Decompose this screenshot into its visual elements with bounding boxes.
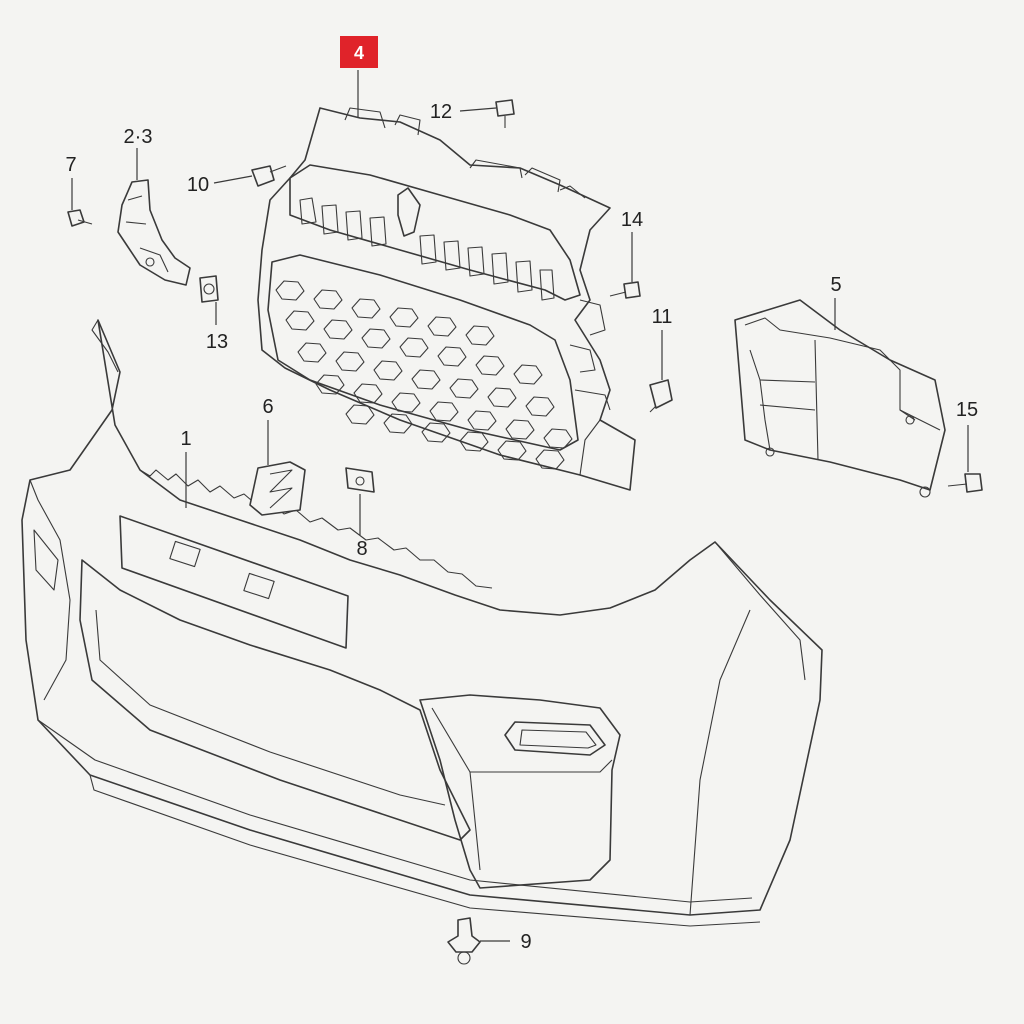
callout-15[interactable]: 15: [956, 399, 978, 421]
grille-mesh-cell: [487, 387, 517, 408]
screw-14[interactable]: [609, 281, 641, 299]
grille-mesh-cell: [373, 360, 403, 381]
emblem[interactable]: [249, 461, 306, 516]
side-duct[interactable]: [734, 299, 946, 498]
callout-4[interactable]: 4: [354, 43, 364, 63]
screw-15[interactable]: [947, 473, 983, 493]
grille-mesh-cell: [399, 337, 429, 358]
bolt-10[interactable]: [251, 165, 287, 187]
grille-mesh-cell: [313, 289, 343, 310]
grille-mesh-cell: [323, 319, 353, 340]
callout-8[interactable]: 8: [356, 538, 367, 560]
side-bracket[interactable]: [117, 179, 191, 286]
clip-11[interactable]: [649, 379, 673, 413]
callout-13[interactable]: 13: [206, 331, 228, 353]
grille-mesh-cell: [427, 316, 457, 337]
grille-mesh-cell: [525, 396, 555, 417]
callout-1[interactable]: 1: [180, 428, 191, 450]
grille-mesh-cell: [335, 351, 365, 372]
grille-mesh-cell: [275, 280, 305, 301]
callout-7[interactable]: 7: [65, 154, 76, 176]
grille-mesh-cell: [449, 378, 479, 399]
grille-mesh-cell: [421, 422, 451, 443]
callout-14[interactable]: 14: [621, 209, 643, 231]
callout-11[interactable]: 11: [652, 306, 673, 328]
grille-mesh-cell: [361, 328, 391, 349]
grille-mesh-cell: [411, 369, 441, 390]
callout-9[interactable]: 9: [520, 931, 531, 953]
grille-mesh-cell: [285, 310, 315, 331]
bolt-13[interactable]: [199, 275, 219, 303]
grille-mesh-cell: [543, 428, 573, 449]
grille-mesh-cell: [459, 431, 489, 452]
grille-mesh-cell: [475, 355, 505, 376]
grille-mesh-cell: [297, 342, 327, 363]
callout-2-3[interactable]: 2·3: [124, 126, 153, 148]
grille-mesh-cell: [467, 410, 497, 431]
clip-nut[interactable]: [345, 467, 375, 493]
bumper-cover[interactable]: [21, 319, 823, 927]
grille-mesh-cell: [383, 413, 413, 434]
grille-mesh-cell: [315, 374, 345, 395]
grille-mesh-cell: [391, 392, 421, 413]
bolt-12[interactable]: [495, 99, 515, 128]
callout-5[interactable]: 5: [830, 274, 841, 296]
callout-12[interactable]: 12: [430, 101, 452, 123]
grille-mesh-cell: [389, 307, 419, 328]
grille-mesh-cell: [345, 404, 375, 425]
grille-mesh-cell: [465, 325, 495, 346]
callout-6[interactable]: 6: [262, 396, 273, 418]
callout-4-highlight: [340, 36, 378, 68]
grille-mesh-cell: [429, 401, 459, 422]
grille-mesh-cell: [497, 440, 527, 461]
screw-7[interactable]: [67, 209, 93, 227]
upper-grille[interactable]: [257, 107, 636, 491]
grille-mesh-cell: [437, 346, 467, 367]
clip-9[interactable]: [447, 917, 481, 965]
grille-mesh-cell: [513, 364, 543, 385]
grille-mesh-cell: [535, 449, 565, 470]
grille-mesh-cell: [351, 298, 381, 319]
leader-lines: [71, 70, 969, 942]
grille-mesh-cell: [353, 383, 383, 404]
grille-mesh-cell: [505, 419, 535, 440]
callout-10[interactable]: 10: [187, 174, 209, 196]
